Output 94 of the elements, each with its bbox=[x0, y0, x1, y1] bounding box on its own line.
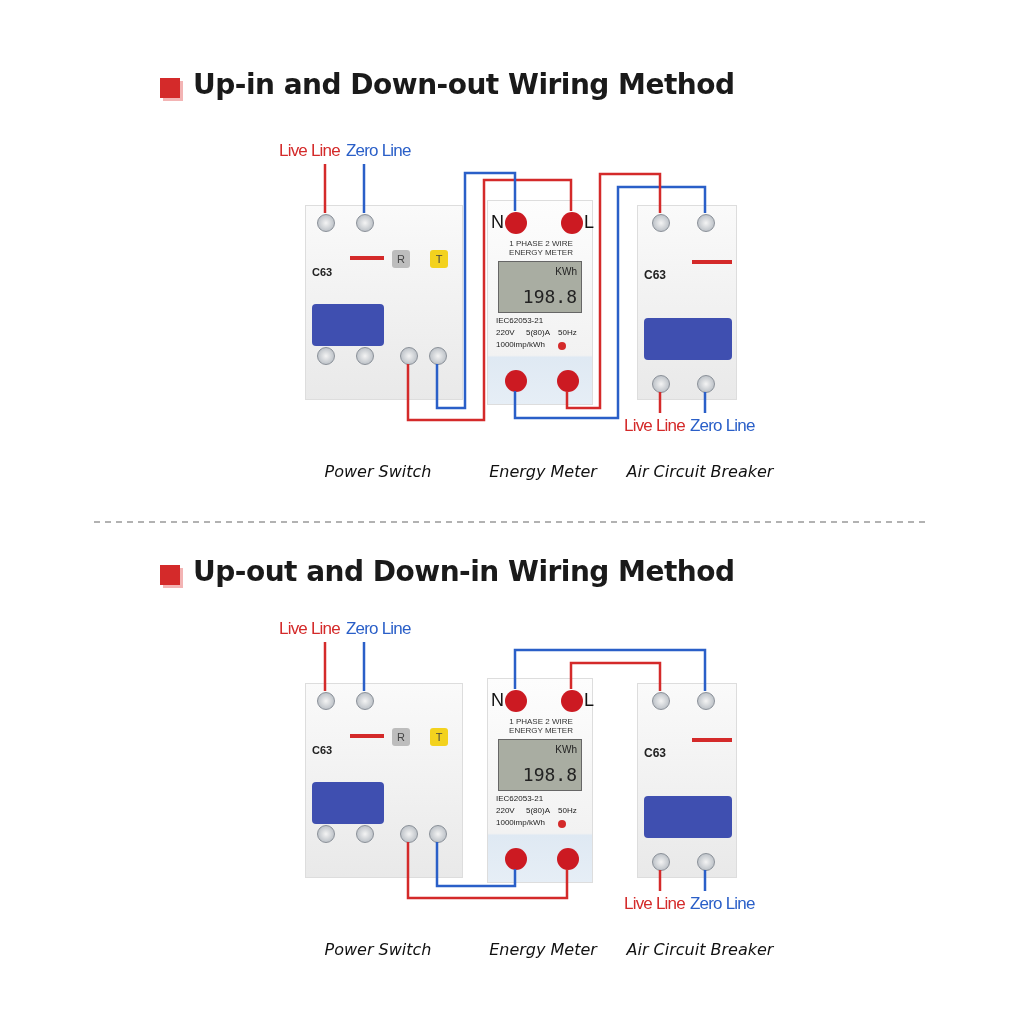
rating-text: 5(80)A bbox=[526, 328, 550, 337]
push-button: T bbox=[430, 250, 448, 268]
wire bbox=[658, 870, 662, 891]
power-switch-body bbox=[305, 205, 463, 400]
wire bbox=[435, 842, 517, 888]
rating-text: 1000imp/kWh bbox=[496, 340, 545, 349]
wire bbox=[658, 392, 662, 413]
wire bbox=[406, 842, 569, 900]
unit-text: KWh bbox=[555, 266, 577, 277]
wire bbox=[362, 642, 366, 691]
reading-text: 198.8 bbox=[522, 764, 577, 785]
device-caption: Air Circuit Breaker bbox=[625, 940, 775, 959]
rating-text: 1000imp/kWh bbox=[496, 818, 545, 827]
screw-terminal bbox=[317, 347, 335, 365]
energy-meter-body bbox=[487, 200, 593, 405]
wire-label: Live Line bbox=[279, 616, 339, 642]
screw-terminal bbox=[317, 825, 335, 843]
circuit-breaker-body bbox=[637, 205, 737, 400]
terminal-dot bbox=[561, 690, 583, 712]
rating-text: 220V bbox=[496, 328, 515, 337]
screw-terminal bbox=[356, 825, 374, 843]
screw-terminal bbox=[652, 853, 670, 871]
screw-terminal bbox=[356, 347, 374, 365]
wire bbox=[565, 172, 662, 410]
wire bbox=[362, 164, 366, 213]
wire-label: Zero Line bbox=[690, 413, 754, 439]
screw-terminal bbox=[697, 692, 715, 710]
device-caption: Air Circuit Breaker bbox=[625, 462, 775, 481]
push-button: T bbox=[430, 728, 448, 746]
wire bbox=[569, 661, 662, 691]
wire bbox=[435, 171, 517, 410]
terminal-dot bbox=[505, 212, 527, 234]
rating-text: 220V bbox=[496, 806, 515, 815]
power-switch-body bbox=[305, 683, 463, 878]
energy-meter-body bbox=[487, 678, 593, 883]
meter-heading: 1 PHASE 2 WIRE ENERGY METER bbox=[508, 717, 574, 735]
rating-text: C63 bbox=[644, 268, 666, 282]
rating-text: 50Hz bbox=[558, 806, 577, 815]
rating-text: C63 bbox=[644, 746, 666, 760]
screw-terminal bbox=[697, 214, 715, 232]
rating-text: C63 bbox=[312, 744, 333, 756]
screw-terminal bbox=[429, 347, 447, 365]
screw-terminal bbox=[356, 214, 374, 232]
screw-terminal bbox=[317, 692, 335, 710]
terminal-letter: N bbox=[491, 212, 504, 233]
push-button: R bbox=[392, 728, 410, 746]
terminal-dot bbox=[561, 212, 583, 234]
section-heading: Up-in and Down-out Wiring Method bbox=[193, 68, 735, 101]
section-heading: Up-out and Down-in Wiring Method bbox=[193, 555, 735, 588]
wire-label: Zero Line bbox=[690, 891, 754, 917]
rating-text: IEC62053-21 bbox=[496, 794, 544, 803]
wire bbox=[513, 648, 707, 691]
push-button: R bbox=[392, 250, 410, 268]
rating-text: 5(80)A bbox=[526, 806, 550, 815]
screw-terminal bbox=[652, 692, 670, 710]
wire-label: Zero Line bbox=[346, 616, 410, 642]
wire bbox=[323, 164, 327, 213]
wire-label: Zero Line bbox=[346, 138, 410, 164]
wire-label: Live Line bbox=[624, 891, 684, 917]
unit-text: KWh bbox=[555, 744, 577, 755]
terminal-dot bbox=[505, 370, 527, 392]
terminal-dot bbox=[505, 848, 527, 870]
terminal-dot bbox=[557, 848, 579, 870]
screw-terminal bbox=[697, 375, 715, 393]
screw-terminal bbox=[652, 214, 670, 232]
screw-terminal bbox=[697, 853, 715, 871]
rating-text: 50Hz bbox=[558, 328, 577, 337]
rating-text: C63 bbox=[312, 266, 333, 278]
device-caption: Energy Meter bbox=[488, 462, 599, 481]
device-caption: Energy Meter bbox=[488, 940, 599, 959]
terminal-letter: L bbox=[584, 690, 594, 711]
reading-text: 198.8 bbox=[522, 286, 577, 307]
wire bbox=[703, 870, 707, 891]
wire bbox=[323, 642, 327, 691]
wire bbox=[513, 185, 707, 420]
screw-terminal bbox=[400, 347, 418, 365]
screw-terminal bbox=[400, 825, 418, 843]
screw-terminal bbox=[356, 692, 374, 710]
meter-heading: 1 PHASE 2 WIRE ENERGY METER bbox=[508, 239, 574, 257]
circuit-breaker-body bbox=[637, 683, 737, 878]
device-caption: Power Switch bbox=[323, 462, 433, 481]
terminal-dot bbox=[505, 690, 527, 712]
wire bbox=[406, 178, 573, 422]
rating-text: IEC62053-21 bbox=[496, 316, 544, 325]
wire-label: Live Line bbox=[624, 413, 684, 439]
terminal-letter: N bbox=[491, 690, 504, 711]
wire bbox=[703, 392, 707, 413]
screw-terminal bbox=[317, 214, 335, 232]
screw-terminal bbox=[652, 375, 670, 393]
screw-terminal bbox=[429, 825, 447, 843]
terminal-dot bbox=[557, 370, 579, 392]
device-caption: Power Switch bbox=[323, 940, 433, 959]
terminal-letter: L bbox=[584, 212, 594, 233]
wire-label: Live Line bbox=[279, 138, 339, 164]
